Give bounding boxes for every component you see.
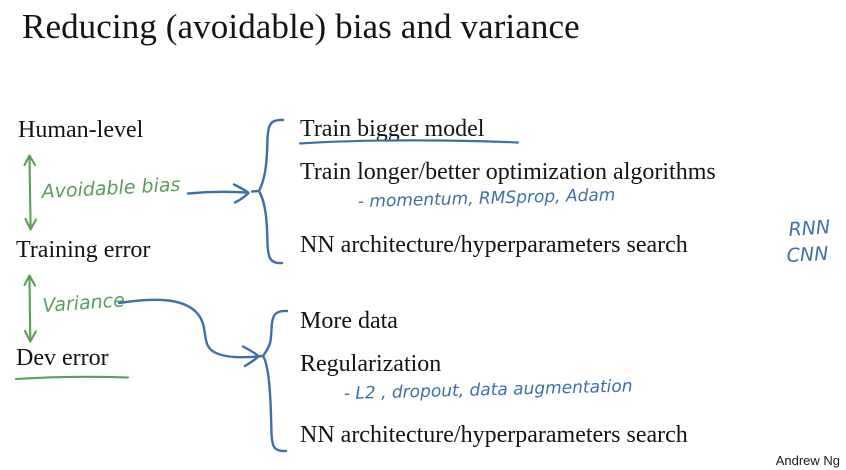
- label-training-error: Training error: [16, 237, 151, 263]
- annotation-avoidable-bias: Avoidable bias: [39, 174, 181, 203]
- annotation-cnn: CNN: [786, 243, 829, 267]
- variance-arrow-icon: [23, 274, 37, 343]
- variance-remedy-item-1: More data: [300, 308, 398, 334]
- bias-remedy-item-3: NN architecture/hyperparameters search: [300, 232, 688, 258]
- annotation-rnn: RNN: [788, 216, 831, 241]
- presenter-credit: Andrew Ng: [775, 453, 840, 468]
- annotation-optimizers: - momentum, RMSprop, Adam: [358, 185, 616, 212]
- dev-error-underline: [14, 375, 130, 381]
- annotation-variance: Variance: [42, 289, 126, 317]
- annotation-regularization: - L2 , dropout, data augmentation: [344, 376, 633, 404]
- variance-remedies-brace: [254, 309, 289, 453]
- label-dev-error: Dev error: [16, 345, 109, 371]
- variance-remedy-item-2: Regularization: [300, 351, 442, 377]
- variance-to-remedies-arrow-icon: [117, 298, 260, 368]
- avoidable-bias-arrow-icon: [23, 154, 38, 231]
- bias-remedy-item-2: Train longer/better optimization algorit…: [300, 159, 716, 185]
- bias-remedy-item-1: Train bigger model: [300, 116, 485, 142]
- bias-to-remedies-arrow-icon: [186, 183, 250, 204]
- label-human-level: Human-level: [18, 117, 144, 143]
- page-title: Reducing (avoidable) bias and variance: [22, 7, 580, 46]
- bias-remedies-brace: [250, 118, 285, 265]
- variance-remedy-item-3: NN architecture/hyperparameters search: [300, 422, 688, 448]
